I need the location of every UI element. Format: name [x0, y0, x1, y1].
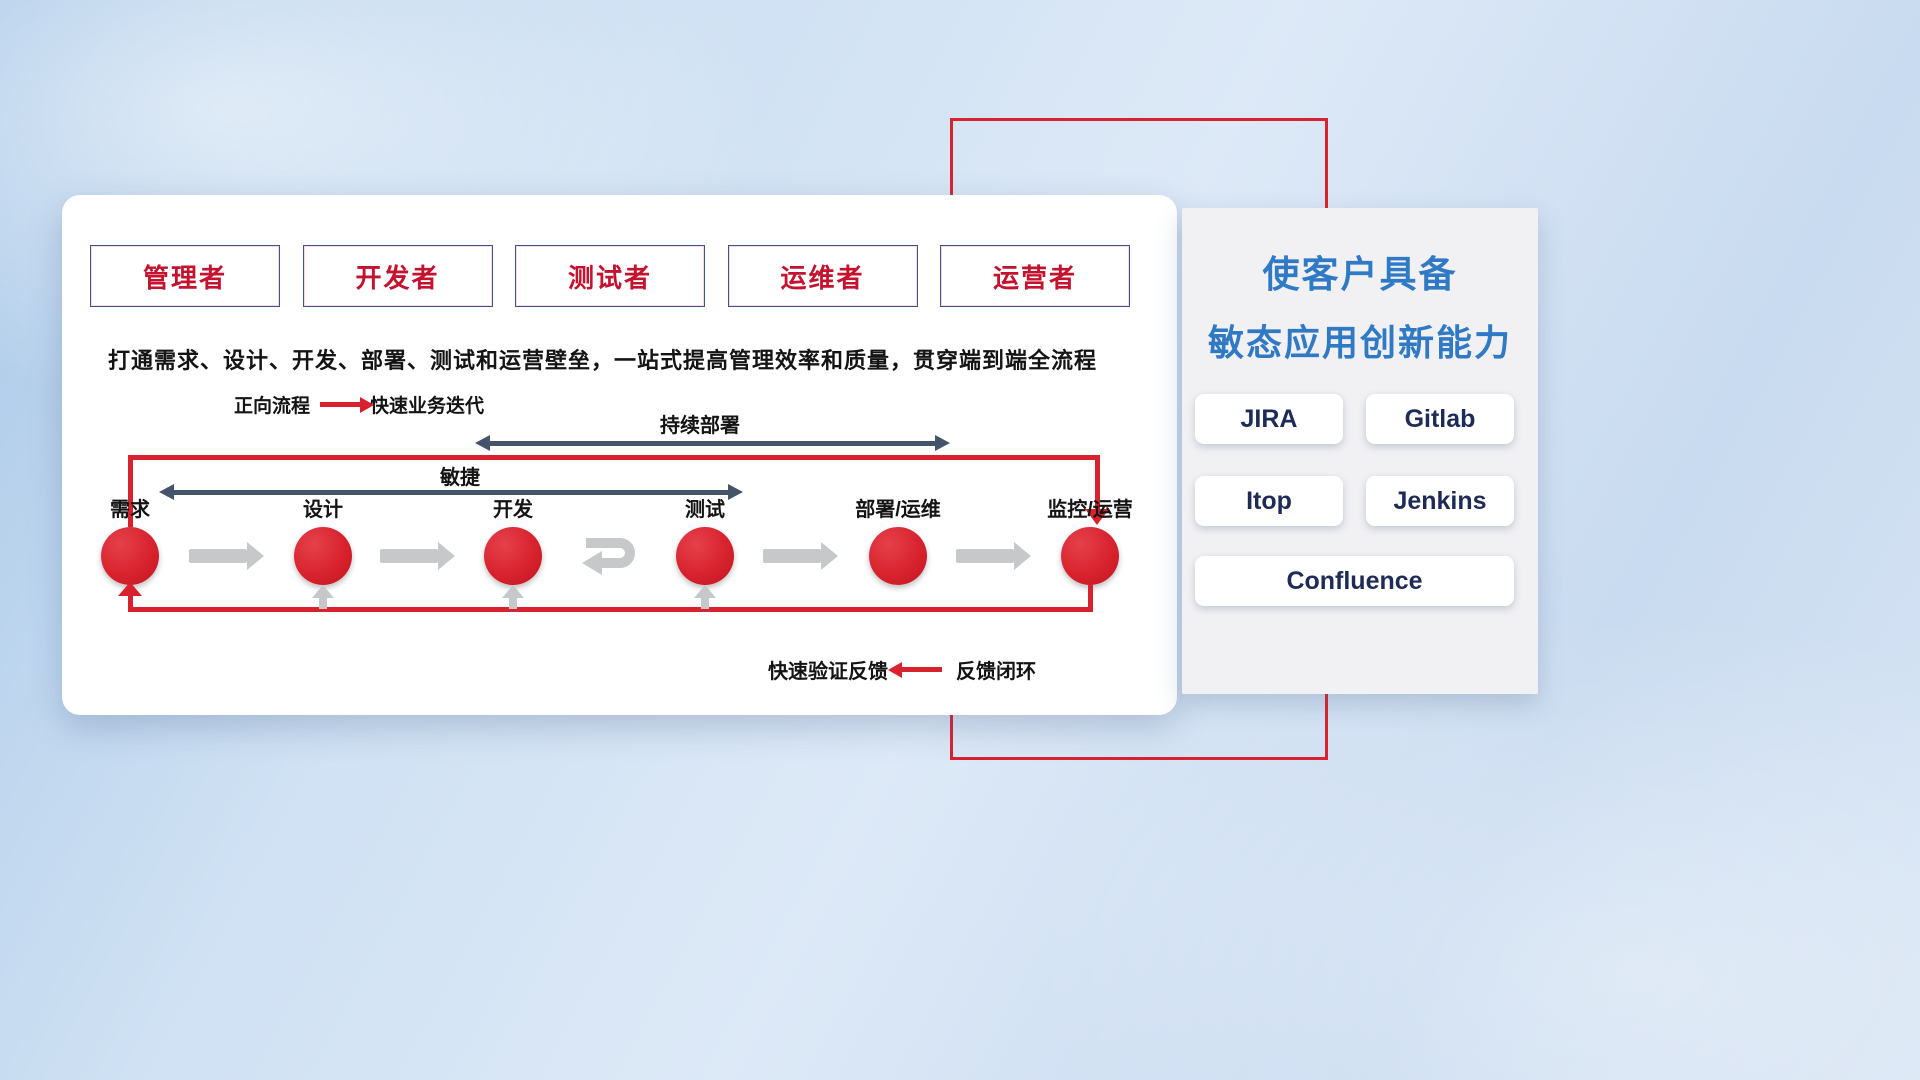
tool-button-itop: Itop — [1195, 476, 1343, 526]
red-loop-bottom-line — [128, 607, 1093, 612]
flow-arrow-icon — [763, 542, 838, 570]
node-label-design: 设计 — [303, 499, 343, 521]
role-box-operator: 运营者 — [940, 245, 1130, 307]
node-label-monitor-operate: 监控/运营 — [1047, 499, 1133, 521]
agile-arrow-icon — [159, 484, 743, 500]
role-label: 测试者 — [567, 262, 652, 293]
tool-button-jenkins: Jenkins — [1366, 476, 1514, 526]
node-circle-monitor-operate — [1061, 527, 1119, 585]
forward-flow-legend: 正向流程 快速业务迭代 — [234, 391, 484, 418]
feedback-label: 反馈闭环 — [956, 661, 1036, 683]
flow-arrow-icon — [189, 542, 264, 570]
agile-label: 敏捷 — [440, 467, 480, 489]
node-circle-test — [676, 527, 734, 585]
role-label: 运维者 — [780, 262, 865, 293]
feedback-legend: 快速验证反馈 反馈闭环 — [768, 655, 1036, 684]
node-label-test: 测试 — [685, 499, 725, 521]
red-loop-bottom-right-line — [1088, 585, 1093, 612]
tool-button-confluence: Confluence — [1195, 556, 1514, 606]
feedback-desc: 快速验证反馈 — [768, 661, 888, 683]
forward-flow-label: 正向流程 — [234, 396, 311, 417]
panel-title-line2: 敏态应用创新能力 — [1207, 322, 1512, 363]
node-circle-design — [294, 527, 352, 585]
role-box-developer: 开发者 — [302, 245, 493, 307]
role-box-ops: 运维者 — [727, 245, 918, 307]
node-label-requirement: 需求 — [110, 499, 150, 521]
forward-flow-desc: 快速业务迭代 — [370, 396, 485, 417]
feedback-up-arrow-icon — [701, 597, 709, 609]
red-loop-down-arrow-icon — [1085, 509, 1109, 525]
feedback-up-arrow-icon — [694, 585, 716, 598]
card-subtitle: 打通需求、设计、开发、部署、测试和运营壁垒，一站式提高管理效率和质量，贯穿端到端… — [108, 348, 1098, 373]
capability-panel: 使客户具备 敏态应用创新能力 JIRA Gitlab Itop Jenkins … — [1182, 208, 1538, 694]
red-loop-right-line — [1095, 455, 1100, 511]
devops-flow-card: 管理者 开发者 测试者 运维者 运营者 打通需求、设计、开发、部署、测试和运营壁… — [62, 195, 1177, 715]
role-boxes-row: 管理者 开发者 测试者 运维者 运营者 — [90, 245, 1130, 307]
red-loop-up-arrow-icon — [118, 582, 142, 596]
continuous-deploy-label: 持续部署 — [660, 415, 740, 437]
role-box-tester: 测试者 — [515, 245, 705, 307]
panel-title-line1: 使客户具备 — [1262, 254, 1458, 295]
forward-arrow-icon — [320, 396, 375, 413]
node-circle-deploy-ops — [869, 527, 927, 585]
flow-arrow-icon — [380, 542, 455, 570]
iteration-loop-icon — [576, 531, 642, 584]
role-label: 管理者 — [142, 262, 227, 293]
role-label: 开发者 — [355, 262, 440, 293]
node-label-deploy-ops: 部署/运维 — [855, 499, 941, 521]
tool-button-gitlab: Gitlab — [1366, 394, 1514, 444]
node-circle-develop — [484, 527, 542, 585]
red-loop-bottom-left-line — [128, 595, 133, 609]
feedback-up-arrow-icon — [502, 585, 524, 598]
feedback-arrow-icon — [888, 661, 942, 678]
role-label: 运营者 — [992, 262, 1077, 293]
feedback-up-arrow-icon — [509, 597, 517, 609]
tool-button-jira: JIRA — [1195, 394, 1343, 444]
feedback-up-arrow-icon — [312, 585, 334, 598]
role-box-manager: 管理者 — [90, 245, 280, 307]
flow-arrow-icon — [956, 542, 1031, 570]
feedback-up-arrow-icon — [319, 597, 327, 609]
node-label-develop: 开发 — [493, 499, 533, 521]
red-loop-left-line — [128, 455, 133, 527]
red-loop-top-line — [128, 455, 1100, 460]
continuous-deploy-arrow-icon — [475, 435, 950, 451]
node-circle-requirement — [101, 527, 159, 585]
